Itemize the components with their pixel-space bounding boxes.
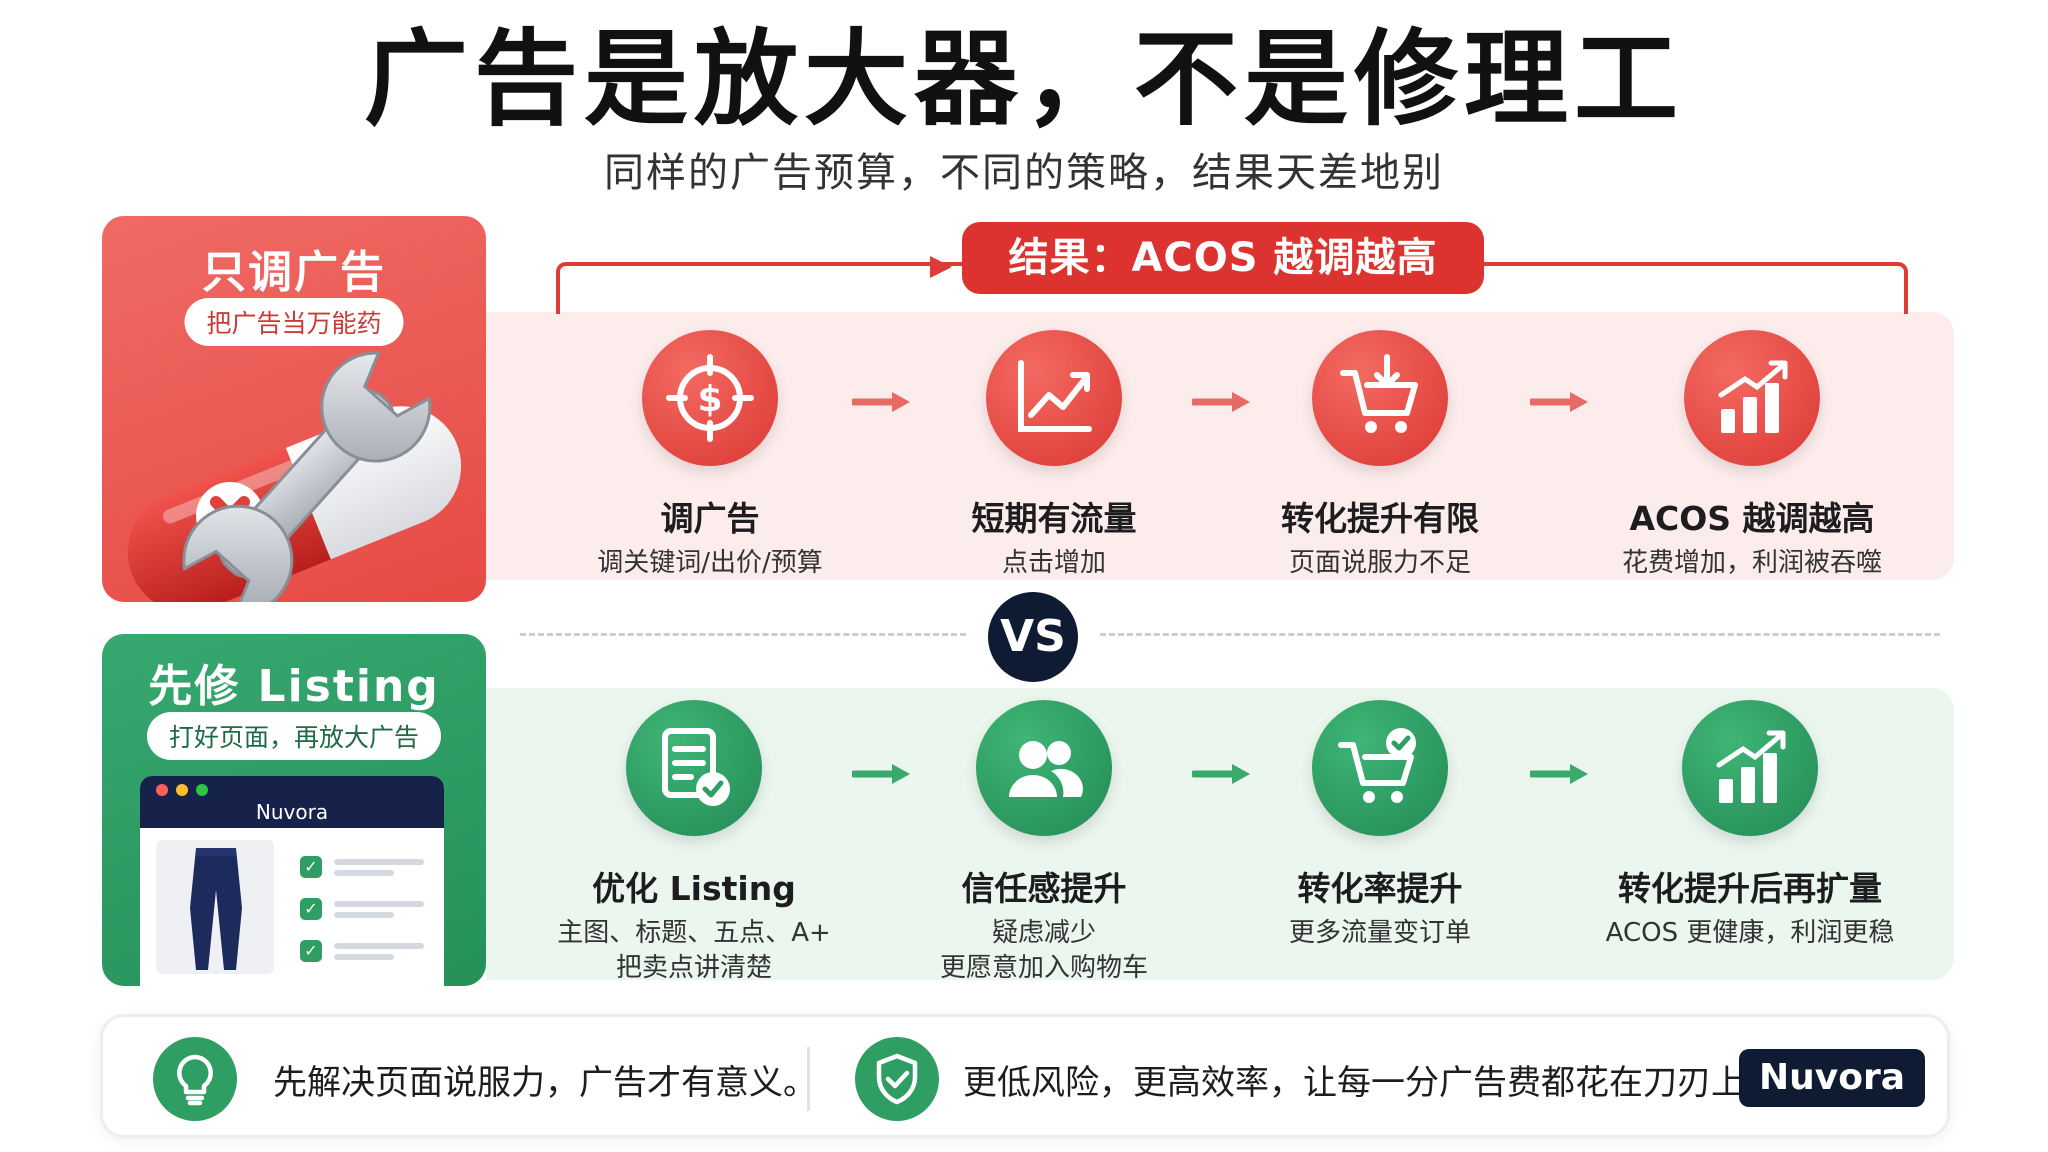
bad-step-3: 转化提升有限 页面说服力不足 — [1200, 330, 1560, 581]
leggings-product-image — [156, 840, 274, 974]
footer-divider — [807, 1047, 810, 1111]
brand-logo: Nuvora — [1739, 1049, 1925, 1107]
page-subtitle: 同样的广告预算，不同的策略，结果天差地别 — [604, 150, 1444, 196]
arrow-right-icon — [852, 764, 910, 784]
bad-step-4-desc: 花费增加，利润被吞噬 — [1621, 548, 1882, 578]
arrow-right-icon — [1530, 392, 1588, 412]
arrow-right-icon — [852, 392, 910, 412]
good-step-2-title: 信任感提升 — [961, 869, 1127, 908]
good-step-4-title: 转化提升后再扩量 — [1618, 869, 1882, 908]
footer-left-text: 先解决页面说服力，广告才有意义。 — [273, 1063, 817, 1103]
arrow-right-icon — [1192, 764, 1250, 784]
good-step-1-desc: 主图、标题、五点、A+把卖点讲清楚 — [557, 918, 831, 984]
check-icon: ✓ — [300, 898, 322, 920]
svg-text:$: $ — [697, 379, 722, 420]
line-chart-up-icon — [986, 330, 1122, 466]
footer-bar: 先解决页面说服力，广告才有意义。 更低风险，更高效率，让每一分广告费都花在刀刃上… — [100, 1014, 1950, 1138]
bad-step-4: ACOS 越调越高 花费增加，利润被吞噬 — [1572, 330, 1932, 581]
window-dots-icon — [156, 784, 208, 796]
good-step-3: 转化率提升 更多流量变订单 — [1200, 700, 1560, 951]
page-title: 广告是放大器，不是修理工 — [363, 18, 1684, 140]
browser-brand: Nuvora — [255, 800, 329, 824]
good-step-3-title: 转化率提升 — [1297, 869, 1463, 908]
bad-step-2-title: 短期有流量 — [971, 499, 1137, 538]
bar-chart-up-icon — [1684, 330, 1820, 466]
document-check-icon — [626, 700, 762, 836]
good-step-1-title: 优化 Listing — [592, 869, 796, 908]
bad-step-2-desc: 点击增加 — [1001, 548, 1106, 578]
vs-badge: VS — [988, 592, 1078, 682]
bad-step-1-desc: 调关键词/出价/预算 — [597, 548, 823, 578]
arrow-right-icon — [1192, 392, 1250, 412]
cart-down-icon — [1312, 330, 1448, 466]
dollar-target-icon: $ — [642, 330, 778, 466]
shield-check-icon — [855, 1037, 939, 1121]
bar-chart-up-icon — [1682, 700, 1818, 836]
vs-divider-right — [1100, 633, 1940, 636]
bad-step-3-desc: 页面说服力不足 — [1288, 548, 1471, 578]
feature-checklist: ✓ ✓ ✓ — [300, 846, 424, 972]
bad-step-1: $ 调广告 调关键词/出价/预算 — [530, 330, 890, 581]
good-step-2: 信任感提升 疑虑减少更愿意加入购物车 — [864, 700, 1224, 986]
check-icon: ✓ — [300, 856, 322, 878]
good-step-2-desc: 疑虑减少更愿意加入购物车 — [939, 918, 1148, 984]
bad-step-2: 短期有流量 点击增加 — [874, 330, 1234, 581]
ads-only-tag: 把广告当万能药 — [184, 298, 404, 346]
bad-step-1-title: 调广告 — [660, 499, 760, 538]
bad-step-3-title: 转化提升有限 — [1281, 499, 1479, 538]
users-icon — [976, 700, 1112, 836]
bad-step-4-title: ACOS 越调越高 — [1629, 499, 1875, 538]
ads-only-title: 只调广告 — [202, 247, 386, 298]
cart-check-icon — [1312, 700, 1448, 836]
lightbulb-icon — [153, 1037, 237, 1121]
check-icon: ✓ — [300, 940, 322, 962]
browser-mockup: Nuvora ✓ ✓ ✓ — [140, 776, 444, 986]
good-step-1: 优化 Listing 主图、标题、五点、A+把卖点讲清楚 — [514, 700, 874, 986]
ads-only-card: 只调广告 把广告当万能药 — [102, 216, 486, 602]
listing-first-card: 先修 Listing 打好页面，再放大广告 Nuvora ✓ ✓ ✓ — [102, 634, 486, 986]
good-step-4-desc: ACOS 更健康，利润更稳 — [1605, 918, 1895, 948]
listing-first-tag: 打好页面，再放大广告 — [146, 712, 442, 760]
good-step-4: 转化提升后再扩量 ACOS 更健康，利润更稳 — [1570, 700, 1930, 951]
arrow-right-icon — [1530, 764, 1588, 784]
vs-divider-left — [520, 633, 966, 636]
listing-first-title: 先修 Listing — [148, 661, 440, 712]
footer-right-text: 更低风险，更高效率，让每一分广告费都花在刀刃上。 — [963, 1063, 1779, 1103]
result-banner: 结果：ACOS 越调越高 — [962, 222, 1484, 294]
good-step-3-desc: 更多流量变订单 — [1288, 918, 1471, 948]
bracket-arrow-icon — [930, 256, 952, 278]
pill-wrench-icon — [127, 351, 462, 602]
